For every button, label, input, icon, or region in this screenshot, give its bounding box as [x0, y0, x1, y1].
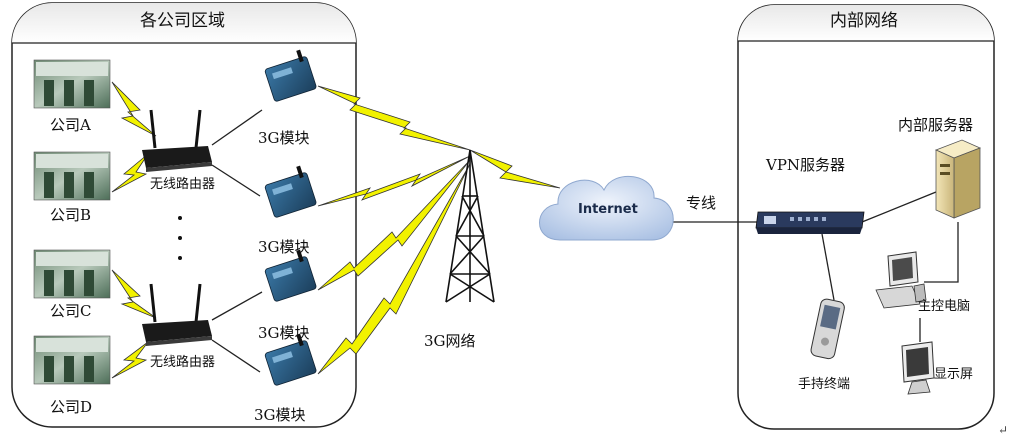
company-a-label: 公司A: [50, 116, 91, 134]
wireless-router-icon: [142, 109, 212, 172]
dedicated-line-label: 专线: [686, 194, 717, 212]
internal-network-panel: [737, 4, 995, 430]
company-area-title: 各公司区域: [140, 11, 225, 31]
wireless-router-icon: [142, 283, 212, 346]
3g-network-label: 3G网络: [424, 332, 476, 350]
internet-cloud-icon: [539, 175, 674, 241]
company-photo-c: [33, 249, 111, 299]
company-photo-b: [33, 151, 111, 201]
module-1-label: 3G模块: [258, 129, 310, 147]
handheld-terminal-icon: [810, 298, 845, 360]
display-monitor-icon: [901, 341, 935, 395]
3g-module-icon: [264, 333, 317, 386]
company-b-label: 公司B: [50, 206, 92, 224]
internal-server-icon: [934, 139, 982, 219]
internet-label: Internet: [578, 202, 638, 217]
router-bottom-label: 无线路由器: [150, 355, 216, 370]
cell-tower-icon: [445, 149, 495, 303]
display-label: 显示屏: [934, 367, 974, 382]
host-pc-label: 主控电脑: [918, 299, 971, 314]
connection-lines: [211, 109, 959, 373]
lightning-icon: [111, 81, 157, 137]
internal-server-label: 内部服务器: [898, 116, 974, 134]
module-3-label: 3G模块: [258, 324, 310, 342]
module-2-label: 3G模块: [258, 238, 310, 256]
company-photo-d: [33, 335, 111, 385]
3g-module-icon: [264, 49, 317, 102]
paragraph-mark: ↵: [998, 423, 1009, 437]
router-top-label: 无线路由器: [150, 177, 216, 192]
vpn-server-label: VPN服务器: [766, 156, 846, 174]
3g-module-icon: [264, 165, 317, 218]
company-d-label: 公司D: [50, 398, 93, 416]
lightning-icon: [111, 153, 149, 193]
company-photo-a: [33, 59, 111, 109]
lightning-icon: [469, 149, 561, 189]
vpn-server-icon: [755, 211, 865, 234]
handheld-label: 手持终端: [798, 377, 851, 392]
company-area-panel: [11, 2, 357, 428]
wireless-links: [111, 81, 561, 379]
ellipsis-dots: [178, 216, 182, 260]
desktop-computer-icon: [875, 251, 927, 309]
module-4-label: 3G模块: [254, 406, 306, 424]
lightning-icon: [111, 341, 149, 379]
3g-module-icon: [264, 249, 317, 302]
company-c-label: 公司C: [50, 302, 92, 320]
internal-network-title: 内部网络: [830, 11, 898, 31]
